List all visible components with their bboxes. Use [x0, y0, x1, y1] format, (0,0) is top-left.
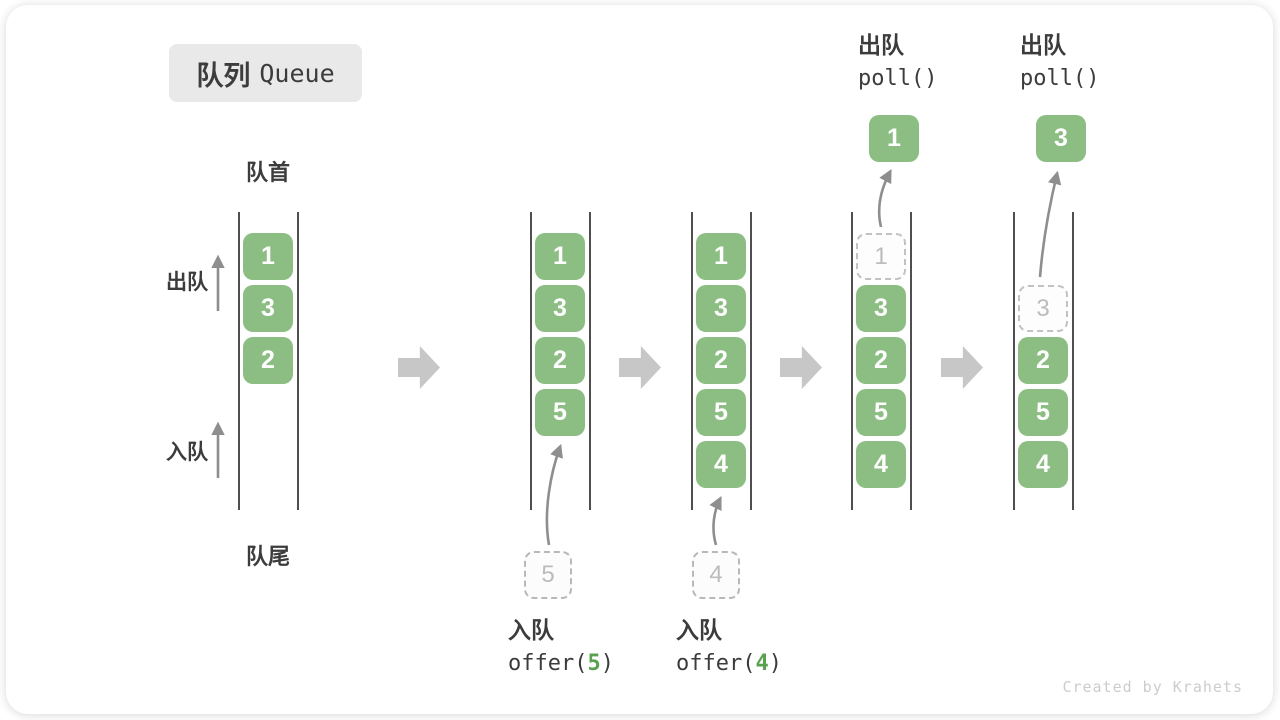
enqueue-op-action: 入队	[676, 617, 722, 643]
queue-element: 4	[1018, 441, 1068, 488]
dequeue-op-code: poll()	[858, 66, 938, 91]
queue-element: 1	[243, 233, 293, 280]
dequeue-op-caption: 出队 poll()	[858, 28, 937, 96]
queue-element: 2	[856, 337, 906, 384]
code-arg: 4	[755, 651, 769, 676]
queue-rail	[691, 212, 693, 510]
queue-rail	[530, 212, 532, 510]
queue-element: 5	[535, 389, 585, 436]
queue-element: 2	[696, 337, 746, 384]
queue-element: 1	[696, 233, 746, 280]
pending-element: 4	[692, 551, 740, 599]
dequeue-side-label: 出队	[166, 271, 208, 294]
pending-element: 5	[524, 551, 572, 599]
dequeue-op-action: 出队	[1020, 32, 1066, 58]
enqueue-op-caption: 入队 offer(4)	[676, 613, 782, 681]
queue-element: 1	[535, 233, 585, 280]
queue-rail	[1013, 212, 1015, 510]
popped-element: 3	[1036, 115, 1086, 162]
dequeue-op-caption: 出队 poll()	[1020, 28, 1099, 96]
queue-element: 3	[535, 285, 585, 332]
queue-element: 2	[1018, 337, 1068, 384]
queue-rear-label: 队尾	[245, 544, 290, 569]
dequeue-op-code: poll()	[1020, 66, 1100, 91]
queue-element: 5	[696, 389, 746, 436]
title-zh: 队列	[196, 60, 251, 91]
enqueue-op-caption: 入队 offer(5)	[508, 613, 614, 681]
title-en: Queue	[259, 58, 335, 88]
code-text: offer(	[676, 651, 756, 676]
enqueue-op-action: 入队	[508, 617, 554, 643]
code-arg: 5	[587, 651, 601, 676]
queue-rail	[297, 212, 299, 510]
removed-element-slot: 1	[856, 233, 906, 280]
queue-rail	[238, 212, 240, 510]
queue-rail	[910, 212, 912, 510]
queue-element: 3	[856, 285, 906, 332]
popped-element: 1	[869, 115, 919, 162]
code-text: offer(	[508, 651, 588, 676]
queue-element: 2	[535, 337, 585, 384]
queue-element: 5	[1018, 389, 1068, 436]
queue-front-label: 队首	[245, 160, 290, 185]
removed-element-slot: 3	[1018, 285, 1068, 332]
watermark: Created by Krahets	[1062, 678, 1243, 696]
dequeue-op-action: 出队	[858, 32, 904, 58]
queue-element: 4	[856, 441, 906, 488]
queue-element: 3	[696, 285, 746, 332]
queue-rail	[589, 212, 591, 510]
enqueue-op-code: offer(4)	[676, 647, 782, 681]
queue-rail	[1072, 212, 1074, 510]
diagram-title-box: 队列 Queue	[169, 44, 362, 102]
queue-rail	[750, 212, 752, 510]
queue-element: 5	[856, 389, 906, 436]
enqueue-side-label: 入队	[166, 441, 208, 464]
queue-element: 4	[696, 441, 746, 488]
code-text: )	[600, 651, 614, 676]
queue-element: 3	[243, 285, 293, 332]
enqueue-op-code: offer(5)	[508, 647, 614, 681]
code-text: )	[768, 651, 782, 676]
queue-element: 2	[243, 337, 293, 384]
queue-rail	[851, 212, 853, 510]
